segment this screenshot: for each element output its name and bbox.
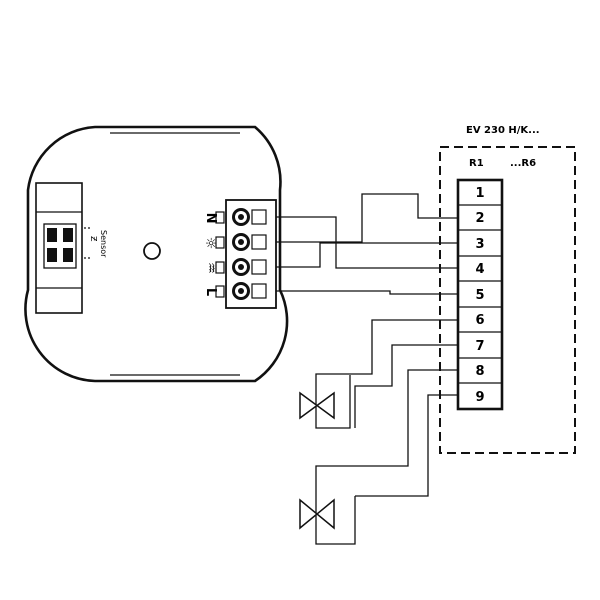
sensor-connector: Ƶ Sensor	[35, 182, 108, 314]
valve-1-wire-b	[354, 344, 458, 428]
valve-2-symbol	[299, 498, 335, 530]
sensor-label: Sensor	[99, 230, 108, 258]
actuator-unit: EV 230 H/K... R1 ...R6 1 2 3 4 5 6 7 8 9	[439, 125, 576, 454]
valve-1-wire-a	[315, 319, 458, 429]
valve-2-wire-a	[315, 369, 458, 545]
screw-terminal-block	[215, 199, 277, 309]
screw-terminal	[232, 258, 267, 276]
sensor-glyph: Ƶ	[89, 236, 98, 242]
terminal-5: 5	[475, 288, 484, 303]
terminal-2: 2	[475, 211, 484, 226]
screw-terminal	[232, 208, 267, 226]
thermostat-module: Ƶ Sensor N ☼ ♒ L	[24, 125, 289, 383]
terminal-dividers	[458, 204, 502, 384]
channel-label-first: R1	[469, 158, 484, 169]
wire-cool-to-3	[276, 242, 458, 268]
cooling-symbol: ♒	[203, 262, 218, 274]
wire-l-to-5	[276, 290, 458, 295]
wire-heat-to-2	[276, 193, 458, 243]
heating-symbol: ☼	[202, 237, 218, 250]
module-housing	[24, 125, 289, 383]
terminal-labels: N ☼ ♒ L	[202, 213, 218, 297]
channel-label-last: ...R6	[510, 158, 536, 169]
terminal-label-n: N	[203, 213, 218, 224]
screw-terminal	[232, 233, 267, 251]
terminal-1: 1	[475, 186, 484, 201]
terminal-3: 3	[475, 237, 484, 252]
terminal-7: 7	[475, 339, 484, 354]
terminal-8: 8	[475, 364, 484, 379]
wiring	[276, 193, 458, 295]
valve-2	[299, 369, 458, 545]
valve-2-wire-b	[355, 394, 458, 497]
valve-1-symbol	[299, 391, 335, 420]
terminal-6: 6	[475, 313, 484, 328]
screw-terminal	[232, 282, 267, 300]
valve-1	[299, 319, 458, 429]
mounting-hole	[143, 242, 161, 260]
terminal-9: 9	[475, 390, 484, 405]
actuator-title: EV 230 H/K...	[466, 125, 540, 136]
actuator-dashed-box	[439, 146, 576, 454]
terminal-label-l: L	[203, 288, 218, 296]
terminal-4: 4	[475, 262, 484, 277]
